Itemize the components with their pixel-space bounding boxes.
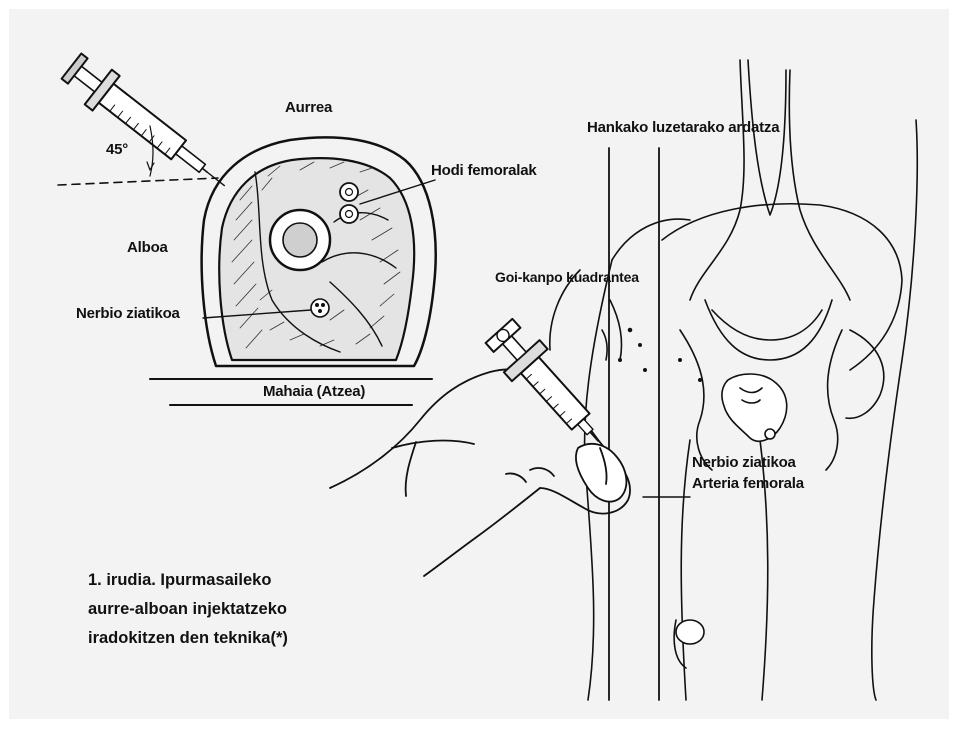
- label-angle: 45°: [106, 141, 128, 158]
- label-upper-outer-quadrant: Goi-kanpo kuadrantea: [495, 269, 639, 285]
- label-side: Alboa: [127, 239, 168, 256]
- sciatic-nerve: [311, 299, 329, 317]
- label-femoral-vessels: Hodi femoralak: [431, 162, 537, 179]
- label-table-back: Mahaia (Atzea): [263, 383, 365, 400]
- femoral-vessel: [340, 183, 358, 201]
- syringe-45: [58, 49, 238, 203]
- label-leg-axis: Hankako luzetarako ardatza: [587, 119, 779, 136]
- knee-cap: [676, 620, 704, 644]
- label-front: Aurrea: [285, 99, 332, 116]
- caption-line: aurre-alboan injektatzeko: [88, 595, 288, 624]
- label-sciatic-nerve-leg: Nerbio ziatikoa: [692, 454, 796, 471]
- sacrum: [722, 374, 787, 441]
- caption-line: 1. irudia. Ipurmasaileko: [88, 566, 288, 595]
- pelvis-legs: [550, 60, 917, 700]
- thigh-cross-section: [150, 137, 436, 405]
- label-sciatic-nerve-section: Nerbio ziatikoa: [76, 305, 180, 322]
- femur-marrow: [283, 223, 317, 257]
- horizontal-reference: [58, 178, 218, 185]
- pelvis-outline: [662, 204, 902, 370]
- caption-line: iradokitzen den teknika(*): [88, 624, 288, 653]
- label-femoral-artery: Arteria femorala: [692, 475, 804, 492]
- figure-caption: 1. irudia. Ipurmasaileko aurre-alboan in…: [88, 566, 288, 653]
- femoral-vessel: [340, 205, 358, 223]
